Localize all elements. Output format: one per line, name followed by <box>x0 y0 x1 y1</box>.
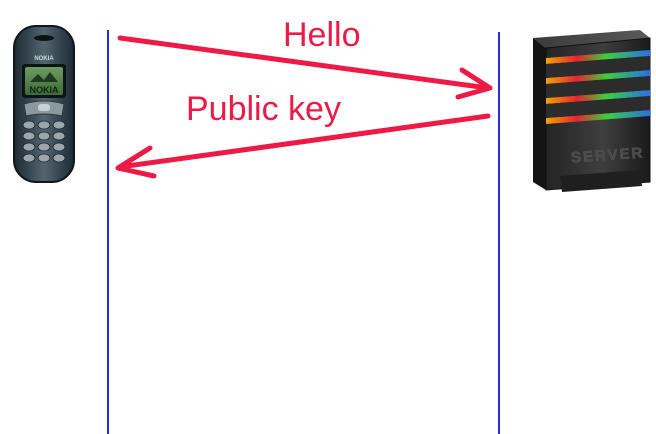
hello-arrowhead <box>455 67 493 100</box>
hello-arrow-shaft <box>117 35 491 91</box>
message-hello: Hello <box>117 16 493 100</box>
server-tower-icon: SERVER <box>533 30 651 192</box>
server-led-strips <box>546 50 650 124</box>
mobile-phone-icon: NOKIA NOKIA <box>13 25 75 183</box>
message-public-key: Public key <box>115 90 491 179</box>
public-key-arrowhead <box>115 145 157 179</box>
phone-brand: NOKIA <box>34 56 54 62</box>
server-badge: SERVER <box>570 144 644 166</box>
public-key-label: Public key <box>186 90 341 128</box>
public-key-arrow-shaft <box>117 113 491 170</box>
phone-screen-logo: NOKIA <box>30 85 60 95</box>
hello-label: Hello <box>283 16 360 54</box>
